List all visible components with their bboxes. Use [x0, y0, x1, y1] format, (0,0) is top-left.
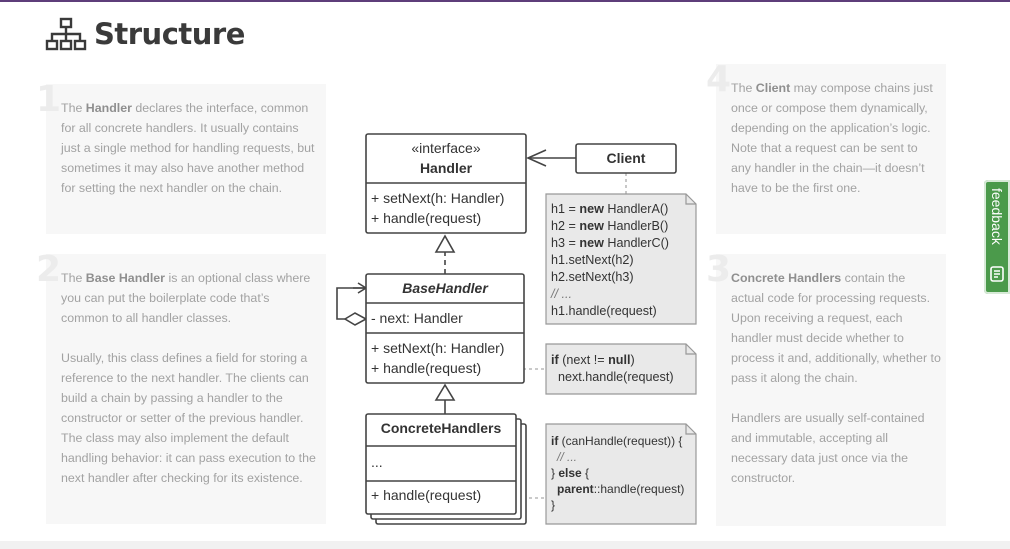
note-link-dots [495, 364, 505, 503]
handler-stereotype: «interface» [411, 140, 480, 156]
feedback-button[interactable]: feedback [984, 180, 1010, 294]
base-handler-class: BaseHandler - next: Handler + setNext(h:… [365, 273, 525, 384]
note-text: Concrete Handlers contain the actual cod… [731, 271, 941, 485]
page-title: Structure [94, 17, 245, 51]
bottom-bar [0, 541, 1010, 549]
base-handler-name: BaseHandler [402, 280, 489, 296]
note-text: The Handler declares the interface, comm… [61, 101, 315, 195]
base-handler-method: + handle(request) [371, 360, 481, 376]
connectors [336, 149, 576, 414]
client-code-line: h1.setNext(h2) [551, 253, 634, 267]
concrete-handlers-name: ConcreteHandlers [381, 420, 502, 436]
note-base-handler: 2 The Base Handler is an optional class … [36, 252, 326, 524]
note-text: The Base Handler is an optional class wh… [61, 271, 316, 485]
note-text: The Client may compose chains just once … [731, 81, 933, 195]
concrete-handlers-class: ConcreteHandlers ... + handle(request) [365, 413, 527, 525]
base-handler-field: - next: Handler [371, 310, 463, 326]
client-code-line: h2.setNext(h3) [551, 270, 634, 284]
client-class: Client [575, 143, 677, 174]
note-links [505, 173, 627, 499]
concrete-code-line: // ... [556, 450, 577, 464]
handler-method: + handle(request) [371, 210, 481, 226]
concrete-code-line: } [551, 498, 555, 512]
note-handler: 1 The Handler declares the interface, co… [36, 82, 326, 234]
concrete-code-note: if (canHandle(request)) { // ... } else … [545, 423, 697, 525]
concrete-code-line: } else { [551, 466, 589, 480]
concrete-code-line: if (canHandle(request)) { [551, 434, 682, 448]
base-code-line: next.handle(request) [558, 370, 674, 384]
note-number: 4 [706, 59, 732, 100]
client-code-note: h1 = new HandlerA() h2 = new HandlerB() h3… [545, 193, 697, 325]
note-client: 4 The Client may compose chains just onc… [706, 62, 946, 234]
handler-class: «interface» Handler + setNext(h: Handler… [365, 133, 527, 234]
note-number: 1 [36, 79, 62, 120]
sitemap-icon [45, 17, 87, 51]
page-header: Structure [45, 14, 245, 54]
client-code-line: h1.handle(request) [551, 304, 657, 318]
client-code-line: h3 = new HandlerC() [551, 236, 669, 250]
client-code-line: h2 = new HandlerB() [551, 219, 668, 233]
note-concrete-handlers: 3 Concrete Handlers contain the actual c… [706, 252, 946, 526]
base-handler-method: + setNext(h: Handler) [371, 340, 504, 356]
concrete-handlers-field: ... [371, 454, 383, 470]
client-code-line: h1 = new HandlerA() [551, 202, 668, 216]
base-code-note: if (next != null) next.handle(request) [545, 343, 697, 395]
client-code-line: // ... [550, 287, 572, 301]
client-name: Client [607, 150, 646, 166]
handler-name: Handler [420, 160, 473, 176]
feedback-label: feedback [989, 188, 1005, 245]
handler-method: + setNext(h: Handler) [371, 190, 504, 206]
top-accent-bar [0, 0, 1010, 2]
concrete-code-line: parent::handle(request) [557, 482, 684, 496]
client-code-lines: h1 = new HandlerA() h2 = new HandlerB() h3… [550, 202, 669, 318]
concrete-handlers-method: + handle(request) [371, 487, 481, 503]
feedback-form-icon [990, 266, 1004, 282]
note-number: 2 [36, 249, 62, 290]
base-code-line: if (next != null) [551, 353, 635, 367]
note-number: 3 [706, 249, 732, 290]
